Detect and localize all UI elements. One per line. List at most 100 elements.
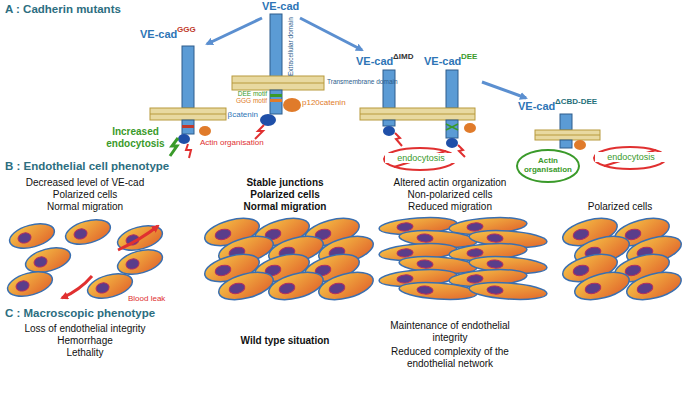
figure-shape (560, 114, 572, 130)
figure-shape (216, 267, 276, 305)
mutant-superscript: ΔIMD (393, 52, 413, 61)
domain-label: Transmembrane domain (327, 78, 398, 85)
figure-shape (624, 267, 684, 305)
figure-shape (207, 18, 262, 44)
endothelial-cells (5, 213, 684, 305)
figure-shape (417, 260, 434, 269)
figure-shape (487, 260, 504, 269)
figure-shape (397, 248, 414, 257)
figure-shape (278, 282, 296, 296)
mutant-superscript: DEE (461, 52, 477, 61)
phenotype-text: Normal migration (0, 201, 170, 213)
figure-shape (5, 267, 55, 300)
phenotype-text: Lethality (0, 347, 170, 359)
figure-shape (182, 46, 194, 108)
figure-shape (384, 148, 456, 170)
figure-shape (399, 280, 478, 301)
figure-shape (15, 279, 30, 292)
figure-shape (572, 267, 632, 305)
figure-shape (395, 133, 402, 146)
figure-shape (446, 138, 458, 148)
figure-shape (487, 234, 504, 243)
figure-shape (467, 248, 484, 257)
figure-shape (260, 114, 276, 126)
figure-shape (214, 228, 232, 242)
figure-shape (214, 264, 232, 278)
figure-shape (115, 221, 165, 254)
figure-shape (7, 219, 57, 252)
figure-shape (446, 120, 458, 138)
figure-shape (266, 267, 326, 305)
domain-label: Extracellular domain (287, 17, 294, 76)
figure-shape (328, 282, 346, 296)
figure-shape (383, 120, 395, 126)
phenotype-text: Reduced complexity of the endothelial ne… (380, 346, 520, 369)
mutant-name: VE-cad (356, 55, 393, 68)
figure-shape (255, 125, 264, 139)
figure-shape (517, 150, 579, 182)
figure-shape (383, 126, 395, 136)
figure-shape (33, 255, 48, 268)
figure-shape (186, 144, 191, 158)
figure-shape (125, 257, 140, 270)
figure-shape (115, 221, 165, 254)
phenotype-text: Non-polarized cells (372, 189, 528, 201)
figure-shape (417, 234, 434, 243)
figure-shape (417, 286, 434, 295)
blood-leak-arrows (62, 226, 158, 298)
figure-shape (216, 267, 276, 305)
figure-shape (482, 82, 526, 98)
warning-label: Blood leak (128, 294, 165, 303)
figure-shape (23, 243, 73, 276)
figure-shape (85, 269, 135, 302)
figure-shape (17, 231, 32, 244)
motif-label: DEE motif (212, 90, 267, 97)
panel-heading: B : Endothelial cell phenotype (5, 160, 169, 173)
figure-shape (73, 227, 88, 240)
figure-shape (624, 267, 684, 305)
figure-shape (182, 120, 194, 134)
figure-shape (535, 135, 600, 136)
figure-shape (232, 83, 324, 84)
figure-shape (62, 276, 92, 298)
figure-shape (469, 280, 548, 301)
phenotype-text: Altered actin organization (372, 177, 528, 189)
figure-shape (199, 126, 211, 136)
mutant-name: VE-cad (518, 100, 555, 113)
figure-shape (487, 286, 504, 295)
figure-shape (7, 219, 57, 252)
figure-shape (360, 114, 475, 115)
phenotype-text: Polarized cells (0, 189, 170, 201)
phenotype-text: Polarized cells (200, 189, 370, 201)
mutant-name: VE-cad (140, 28, 177, 41)
phenotype-text: Loss of endothelial integrity (0, 323, 170, 335)
figure-shape (316, 267, 376, 305)
phenotype-text: Decreased level of VE-cad (0, 177, 170, 189)
figure-shape (446, 124, 458, 130)
figure-shape (228, 282, 246, 296)
figure-shape (270, 14, 282, 78)
figure-shape (397, 274, 414, 283)
figure-shape (467, 222, 484, 231)
wild-type-cadherin (232, 14, 324, 139)
figure-shape (467, 274, 484, 283)
process-label: Increased endocytosis (98, 126, 173, 149)
figure-shape (399, 280, 478, 301)
phenotype-text: Maintenance of endothelial integrity (390, 320, 510, 343)
mutant-name: VE-cad (424, 55, 461, 68)
phenotype-text: Reduced migration (372, 201, 528, 213)
figure-shape (397, 222, 414, 231)
figure-shape (150, 114, 226, 115)
figure-shape (594, 147, 666, 169)
figure-shape (446, 70, 458, 108)
figure-shape (360, 108, 475, 120)
figure-shape (270, 99, 282, 102)
figure-shape (535, 130, 600, 140)
figure-shape (150, 108, 226, 120)
phenotype-text: Wild type situation (200, 335, 370, 347)
figure-shape (572, 228, 590, 242)
figure-shape (572, 264, 590, 278)
figure-shape (458, 145, 465, 157)
protein-label: p120catenin (302, 98, 346, 107)
process-label: endocytosis (595, 152, 667, 162)
